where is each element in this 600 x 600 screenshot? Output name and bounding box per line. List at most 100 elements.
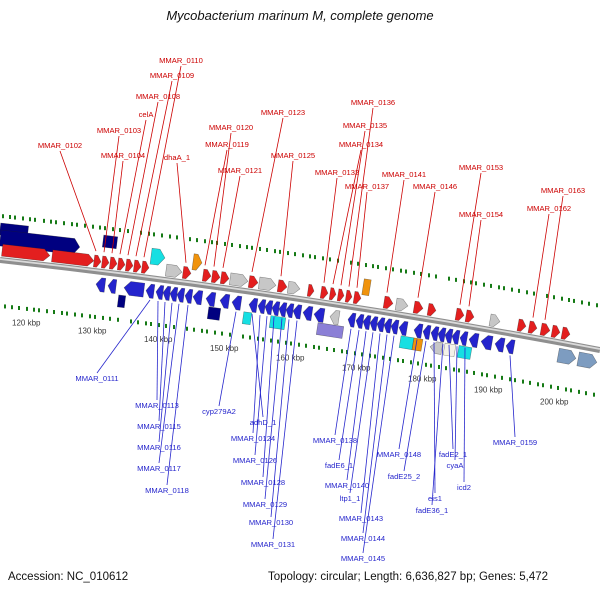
gene-label[interactable]: MMAR_0129 [243, 500, 287, 509]
gene-label[interactable]: fadE6_1 [325, 461, 353, 470]
gene-arrow[interactable] [556, 347, 577, 365]
gene-label[interactable]: MMAR_0123 [261, 108, 305, 117]
gene-arrow[interactable] [1, 243, 51, 262]
gene-arrow[interactable] [228, 272, 249, 287]
gene-arrow[interactable] [352, 291, 362, 304]
gene-arrow[interactable] [306, 283, 315, 297]
gene-arrow[interactable] [412, 300, 424, 314]
gene-arrow[interactable] [347, 312, 357, 328]
gene-arrow[interactable] [107, 278, 118, 294]
gene-label[interactable]: fadE36_1 [416, 506, 449, 515]
gene-label[interactable]: MMAR_0146 [413, 182, 457, 191]
gene-arrow[interactable] [480, 334, 494, 351]
gene-arrow[interactable] [271, 301, 281, 317]
gene-label[interactable]: MMAR_0143 [339, 514, 383, 523]
gene-label[interactable]: MMAR_0121 [218, 166, 262, 175]
gene-arrow[interactable] [413, 323, 424, 339]
gene-label[interactable]: MMAR_0130 [249, 518, 293, 527]
gene-label[interactable]: MMAR_0141 [382, 170, 426, 179]
gene-arrow[interactable] [344, 289, 353, 303]
gene-label[interactable]: MMAR_0162 [527, 204, 571, 213]
gene-arrow[interactable] [286, 281, 301, 295]
gene-arrow[interactable] [241, 311, 253, 326]
gene-label[interactable]: MMAR_0104 [101, 151, 145, 160]
gene-arrow[interactable] [550, 324, 561, 338]
gene-label[interactable]: MMAR_0128 [241, 478, 285, 487]
gene-arrow[interactable] [124, 258, 134, 272]
gene-arrow[interactable] [257, 299, 267, 315]
gene-arrow[interactable] [192, 290, 204, 306]
gene-arrow[interactable] [302, 306, 314, 322]
gene-label[interactable]: celA [139, 110, 155, 119]
gene-arrow[interactable] [206, 306, 222, 321]
gene-arrow[interactable] [411, 337, 424, 352]
gene-arrow[interactable] [516, 318, 527, 332]
gene-label[interactable]: MMAR_0135 [343, 121, 387, 130]
gene-arrow[interactable] [576, 351, 598, 369]
gene-label[interactable]: MMAR_0137 [345, 182, 389, 191]
gene-arrow[interactable] [247, 275, 259, 289]
gene-label[interactable]: MMAR_0103 [97, 126, 141, 135]
gene-arrow[interactable] [398, 321, 409, 337]
gene-label[interactable]: cyaA [447, 461, 465, 470]
gene-arrow[interactable] [355, 314, 365, 329]
gene-arrow[interactable] [313, 307, 326, 323]
gene-label[interactable]: dhaA_1 [164, 153, 190, 162]
gene-arrow[interactable] [140, 260, 150, 274]
gene-label[interactable]: icd2 [457, 483, 471, 492]
gene-arrow[interactable] [248, 297, 259, 313]
gene-arrow[interactable] [278, 302, 288, 318]
gene-arrow[interactable] [382, 295, 394, 309]
gene-arrow[interactable] [231, 295, 243, 311]
gene-arrow[interactable] [398, 335, 415, 350]
gene-arrow[interactable] [390, 319, 400, 335]
gene-arrow[interactable] [336, 288, 345, 302]
gene-label[interactable]: MMAR_0134 [339, 140, 383, 149]
gene-arrow[interactable] [362, 315, 372, 331]
gene-label[interactable]: MMAR_0154 [459, 210, 503, 219]
gene-label[interactable]: eis1 [428, 494, 442, 503]
gene-label[interactable]: MMAR_0108 [136, 92, 180, 101]
gene-arrow[interactable] [437, 327, 447, 343]
gene-arrow[interactable] [169, 286, 179, 302]
gene-arrow[interactable] [539, 322, 551, 336]
gene-arrow[interactable] [162, 286, 172, 301]
gene-label[interactable]: MMAR_0117 [137, 464, 181, 473]
gene-arrow[interactable] [176, 287, 186, 303]
gene-arrow[interactable] [149, 247, 166, 266]
gene-label[interactable]: MMAR_0148 [377, 450, 421, 459]
gene-arrow[interactable] [328, 287, 337, 301]
gene-label[interactable]: cyp279A2 [202, 407, 236, 416]
gene-arrow[interactable] [181, 266, 192, 280]
gene-arrow[interactable] [285, 303, 295, 319]
gene-arrow[interactable] [210, 270, 221, 284]
gene-arrow[interactable] [422, 324, 432, 340]
gene-arrow[interactable] [155, 285, 165, 300]
gene-label[interactable]: MMAR_0145 [341, 554, 385, 563]
gene-arrow[interactable] [315, 322, 345, 339]
gene-arrow[interactable] [219, 293, 231, 309]
gene-label[interactable]: MMAR_0159 [493, 438, 537, 447]
gene-arrow[interactable] [268, 315, 287, 330]
gene-arrow[interactable] [184, 288, 194, 304]
gene-arrow[interactable] [109, 256, 118, 270]
gene-label[interactable]: ltp1_1 [340, 494, 361, 503]
gene-label[interactable]: MMAR_0132 [315, 168, 359, 177]
gene-label[interactable]: MMAR_0102 [38, 141, 82, 150]
gene-label[interactable]: MMAR_0124 [231, 434, 275, 443]
gene-label[interactable]: MMAR_0119 [205, 140, 249, 149]
gene-label[interactable]: MMAR_0111 [75, 374, 118, 383]
gene-arrow[interactable] [383, 318, 393, 334]
gene-arrow[interactable] [219, 271, 230, 285]
gene-arrow[interactable] [101, 255, 110, 269]
gene-arrow[interactable] [464, 309, 475, 323]
gene-arrow[interactable] [444, 328, 454, 344]
gene-arrow[interactable] [451, 329, 461, 345]
gene-label[interactable]: MMAR_0118 [145, 486, 189, 495]
gene-arrow[interactable] [292, 304, 303, 320]
gene-label[interactable]: MMAR_0136 [351, 98, 395, 107]
gene-arrow[interactable] [116, 294, 127, 309]
gene-arrow[interactable] [505, 339, 516, 355]
gene-arrow[interactable] [527, 320, 538, 334]
gene-label[interactable]: MMAR_0110 [159, 56, 203, 65]
